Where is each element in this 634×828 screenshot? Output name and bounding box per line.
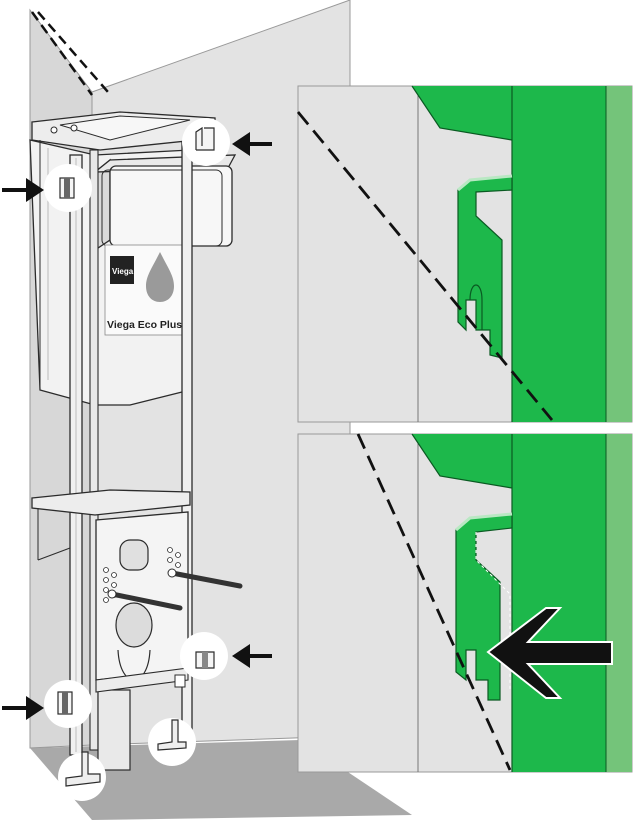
detail-after-panel (297, 433, 633, 773)
frame-profile-light (606, 434, 632, 772)
foot-bracket-icon (65, 751, 101, 787)
brand-logo-text: Viega (112, 267, 134, 276)
guide-dash (296, 111, 554, 421)
callout-top-left (44, 164, 92, 212)
drain-connector (119, 539, 149, 571)
product-name: Viega Eco Plus (107, 319, 182, 331)
detail-before-panel (296, 85, 633, 423)
arrow-left-icon (232, 132, 272, 156)
corner-dash-2 (37, 11, 109, 93)
water-drop-icon (146, 252, 174, 302)
drain-pipe (97, 689, 131, 771)
frame-profile-green (412, 86, 632, 422)
arrow-right-icon (2, 696, 44, 720)
callout-top-right (182, 118, 230, 166)
frame-profile-light (606, 86, 632, 422)
corner-dash-1 (30, 11, 94, 96)
frame-profile-green (412, 434, 632, 772)
bracket-icon (195, 126, 215, 151)
flush-box-front (109, 165, 233, 247)
threaded-rod-lower (109, 591, 183, 611)
top-tray-inner (59, 115, 191, 141)
arrow-right-icon (2, 178, 44, 202)
threaded-rod-upper (169, 570, 243, 589)
foot-bracket-icon (157, 719, 187, 751)
drain-pipe-opening (115, 602, 153, 648)
push-arrow-left-icon (486, 607, 613, 699)
arrow-left-icon (232, 644, 272, 668)
frame-post-left-back (89, 149, 99, 751)
clip-bracket (457, 175, 513, 359)
brand-logo (110, 256, 134, 284)
callout-floor-left (58, 751, 106, 801)
callout-bottom-left (44, 680, 92, 728)
guide-dash (356, 433, 512, 771)
callout-bottom-right (180, 632, 228, 680)
product-label: Viega Viega Eco Plus (104, 244, 186, 336)
callout-floor-right (148, 718, 196, 766)
lower-strut (95, 667, 189, 693)
lower-tray (31, 489, 191, 516)
